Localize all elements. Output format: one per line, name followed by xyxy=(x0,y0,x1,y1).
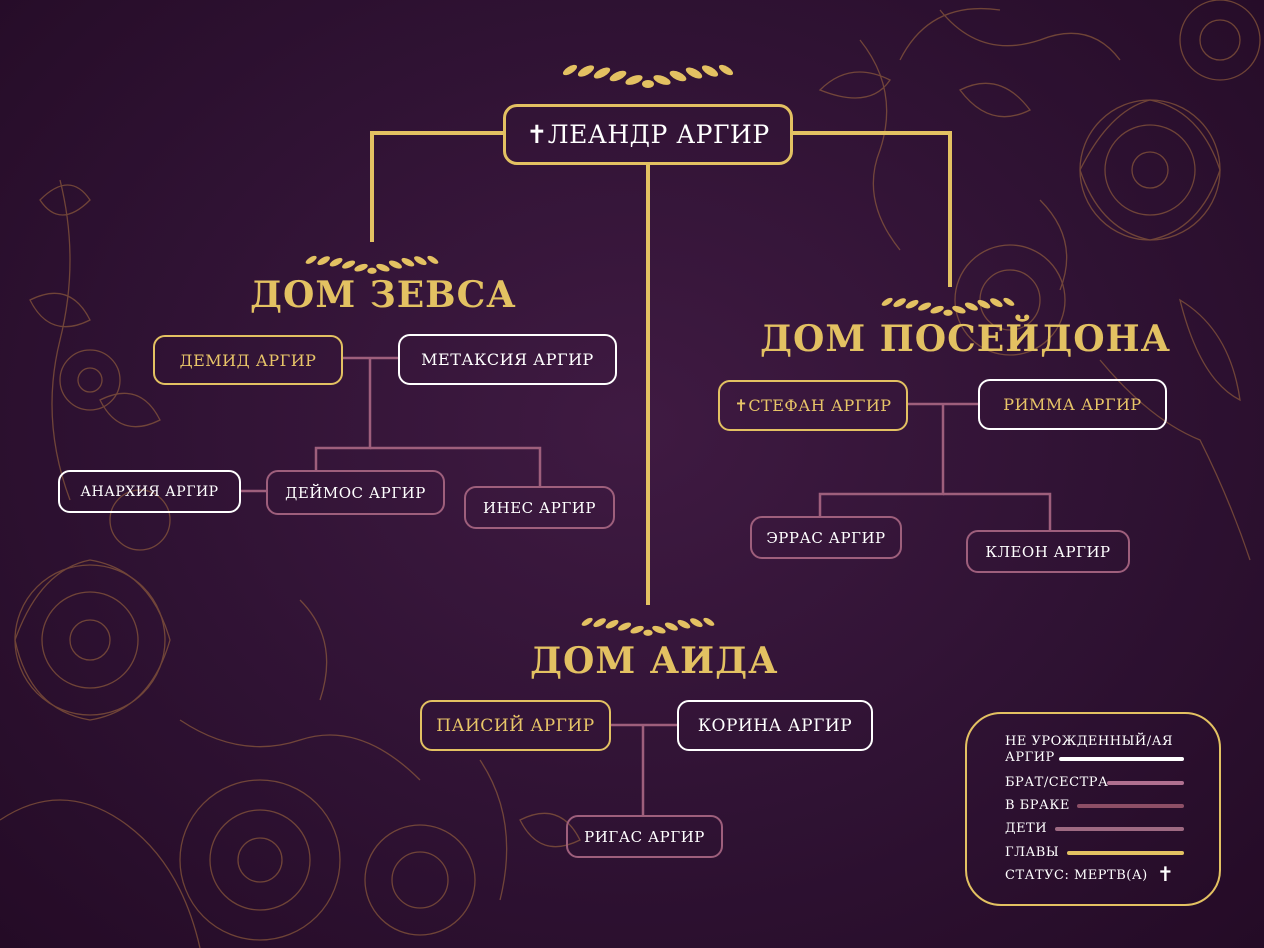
legend: НЕ УРОЖДЕННЫЙ/АЯ АРГИР БРАТ/СЕСТРА В БРА… xyxy=(965,712,1221,906)
legend-siblings-label: БРАТ/СЕСТРА xyxy=(1005,775,1109,790)
legend-status-label: СТАТУС: МЕРТВ(А) xyxy=(1005,868,1148,883)
node-rigas[interactable]: РИГАС АРГИР xyxy=(566,815,723,858)
children-line-zeus xyxy=(314,358,372,470)
node-metaksiya[interactable]: МЕТАКСИЯ АРГИР xyxy=(398,334,617,385)
children-line-zeus-2 xyxy=(370,446,542,486)
house-title-aid: ДОМ АИДА xyxy=(530,640,779,682)
node-rimma[interactable]: РИММА АРГИР xyxy=(978,379,1167,430)
legend-married-line xyxy=(1077,804,1184,808)
node-anarkhiya[interactable]: АНАРХИЯ АРГИР xyxy=(58,470,241,513)
head-line-poseidon xyxy=(790,131,952,287)
node-ines[interactable]: ИНЕС АРГИР xyxy=(464,486,615,529)
children-line-poseidon-2 xyxy=(943,492,1052,530)
node-kleon[interactable]: КЛЕОН АРГИР xyxy=(966,530,1130,573)
laurel-icon xyxy=(305,255,439,274)
node-erras[interactable]: ЭРРАС АРГИР xyxy=(750,516,902,559)
house-title-zeus: ДОМ ЗЕВСА xyxy=(250,274,517,316)
legend-not-born-line xyxy=(1059,757,1184,761)
node-paisiy[interactable]: ПАИСИЙ АРГИР xyxy=(420,700,611,751)
node-korina[interactable]: КОРИНА АРГИР xyxy=(677,700,873,751)
laurel-icon xyxy=(881,297,1015,316)
laurel-icon xyxy=(562,64,734,88)
dagger-icon: ✝ xyxy=(1157,862,1175,886)
children-line-poseidon xyxy=(818,404,945,516)
legend-heads-label: ГЛАВЫ xyxy=(1005,845,1060,860)
legend-heads-line xyxy=(1067,851,1184,855)
legend-children-line xyxy=(1055,827,1184,831)
head-line-zeus xyxy=(370,131,505,242)
node-stefan[interactable]: ✝СТЕФАН АРГИР xyxy=(718,380,908,431)
node-demid[interactable]: ДЕМИД АРГИР xyxy=(153,335,343,385)
legend-children-label: ДЕТИ xyxy=(1005,821,1048,836)
laurel-icon xyxy=(581,617,715,636)
legend-not-born-label-2: АРГИР xyxy=(1005,750,1055,765)
node-leandr[interactable]: ✝ЛЕАНДР АРГИР xyxy=(503,104,793,165)
legend-not-born-label-1: НЕ УРОЖДЕННЫЙ/АЯ xyxy=(1005,734,1173,749)
house-title-poseidon: ДОМ ПОСЕЙДОНА xyxy=(760,318,1171,360)
legend-married-label: В БРАКЕ xyxy=(1005,798,1070,813)
node-deymos[interactable]: ДЕЙМОС АРГИР xyxy=(266,470,445,515)
legend-siblings-line xyxy=(1107,781,1184,785)
